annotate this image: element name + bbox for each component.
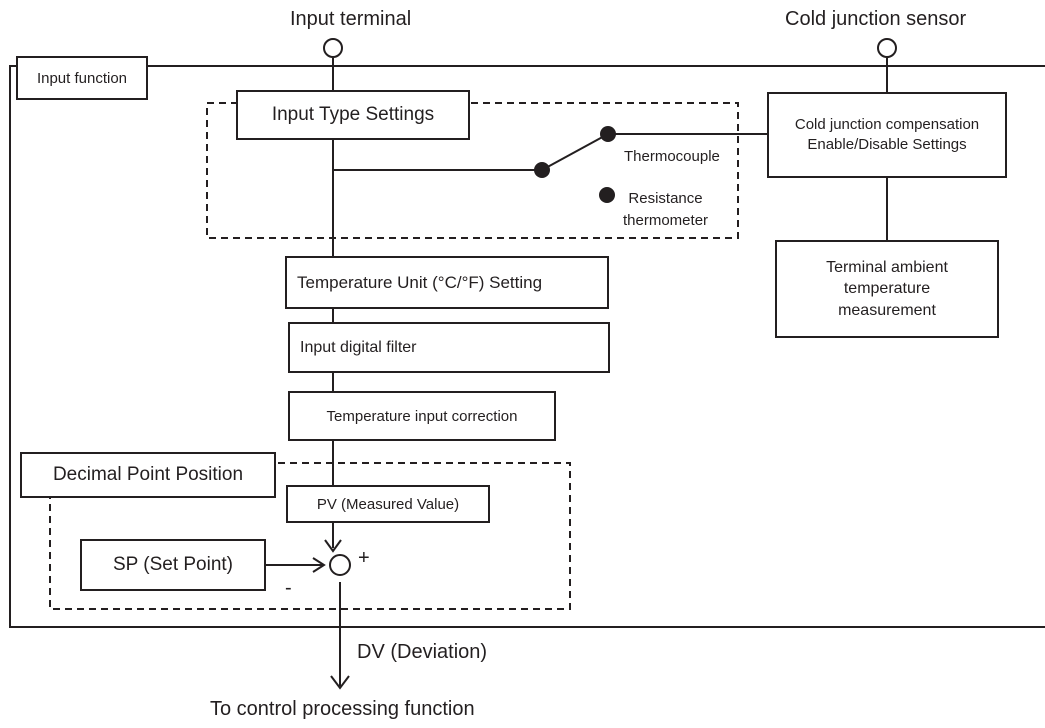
sp-box: SP (Set Point) [80, 539, 266, 591]
pv-arrowhead [324, 539, 342, 553]
input-type-dashed-group [206, 102, 739, 239]
ambient-temperature-box: Terminal ambient temperature measurement [775, 240, 999, 338]
temperature-correction-box: Temperature input correction [288, 391, 556, 441]
input-digital-filter-box: Input digital filter [288, 322, 610, 373]
switch-blade [541, 133, 609, 171]
dv-deviation-label: DV (Deviation) [357, 641, 488, 663]
plus-sign: + [358, 547, 370, 569]
cold-junction-sensor-label: Cold junction sensor [785, 8, 967, 30]
input-type-settings-box: Input Type Settings [236, 90, 470, 140]
sp-arrowhead [312, 557, 326, 573]
switch-pivot-dot [534, 162, 550, 178]
decimal-point-position-box: Decimal Point Position [20, 452, 276, 498]
cjc-settings-box: Cold junction compensation Enable/Disabl… [767, 92, 1007, 178]
thermocouple-contact-dot [600, 126, 616, 142]
control-processing-label: To control processing function [210, 698, 475, 720]
resistance-thermometer-label: Resistance thermometer [623, 190, 709, 229]
dv-arrowhead [330, 675, 350, 690]
minus-sign: - [285, 577, 292, 599]
input-terminal-icon [323, 38, 343, 58]
resistance-contact-dot [599, 187, 615, 203]
summing-junction-icon [329, 554, 351, 576]
input-terminal-label: Input terminal [290, 8, 412, 30]
decimal-point-dashed-group [49, 462, 571, 610]
temperature-unit-box: Temperature Unit (°C/°F) Setting [285, 256, 609, 309]
cold-junction-terminal-icon [877, 38, 897, 58]
pv-box: PV (Measured Value) [286, 485, 490, 523]
input-function-frame [9, 65, 1045, 628]
thermocouple-label: Thermocouple [624, 148, 720, 165]
input-function-label: Input function [16, 56, 148, 100]
